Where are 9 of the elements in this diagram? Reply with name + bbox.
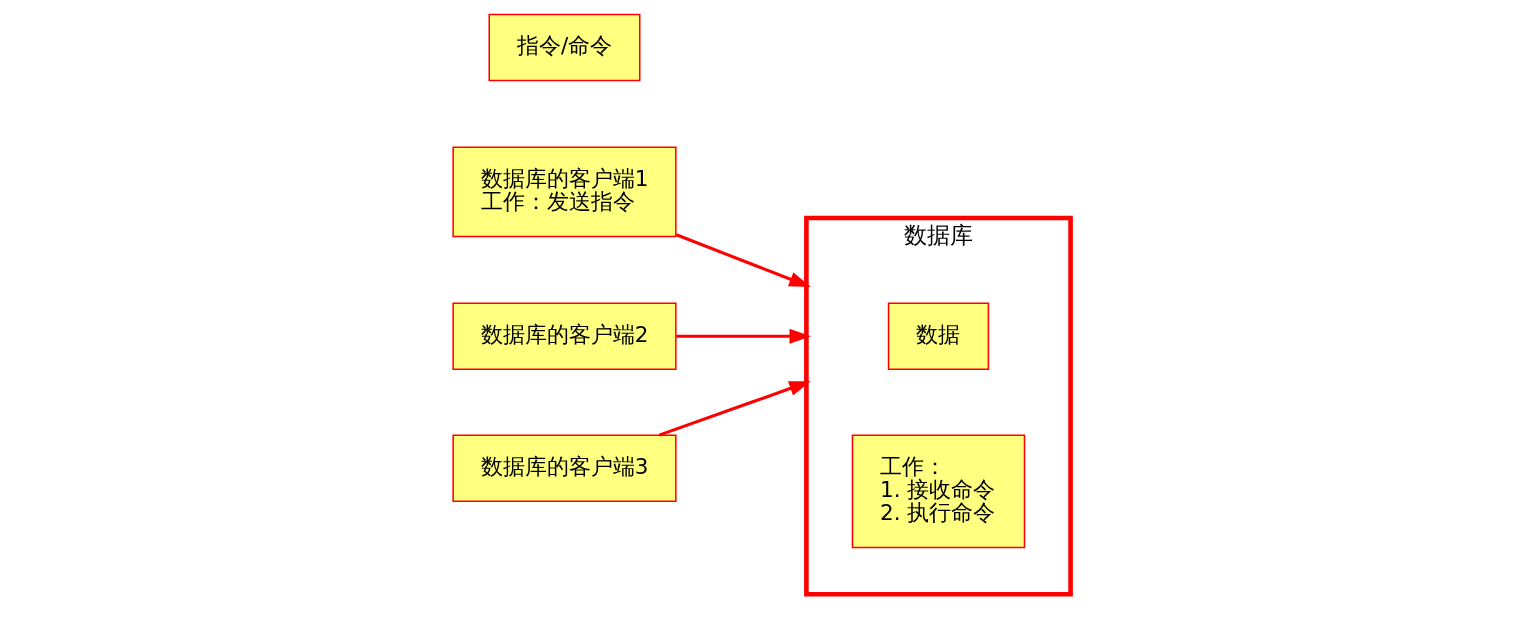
node-box: 数据 xyxy=(887,302,990,370)
node-box: 工作： 1. 接收命令 2. 执行命令 xyxy=(851,434,1026,549)
node-box: 数据库的客户端1 工作：发送指令 xyxy=(452,146,677,238)
arrow xyxy=(675,233,811,288)
arrow xyxy=(676,328,812,344)
arrow xyxy=(658,381,811,437)
node-box: 数据库的客户端3 xyxy=(452,434,677,503)
node-box: 数据库的客户端2 xyxy=(452,302,677,370)
node-box: 指令/命令 xyxy=(488,13,641,82)
